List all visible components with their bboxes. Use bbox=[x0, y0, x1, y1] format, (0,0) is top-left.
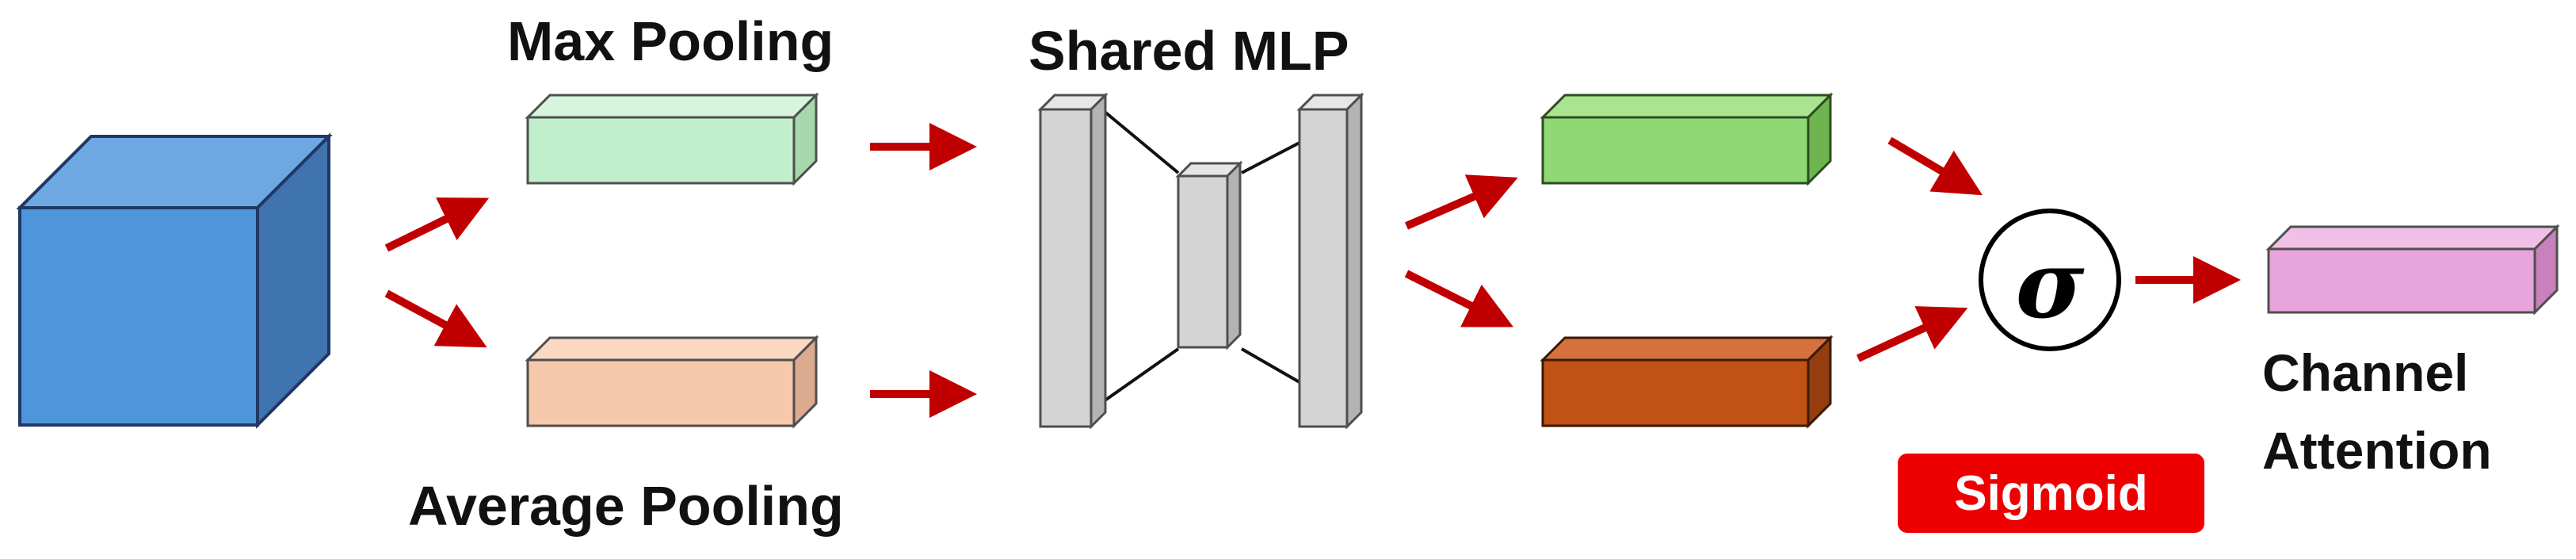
max-output-vector bbox=[1540, 92, 1834, 186]
channel-attention-label-line2: Attention bbox=[2262, 421, 2492, 480]
average-pooling-label: Average Pooling bbox=[408, 475, 844, 537]
mlp-hidden-layer bbox=[1175, 160, 1243, 350]
mlp-connections bbox=[1102, 109, 1300, 403]
channel-attention-label-line1: Channel bbox=[2262, 343, 2469, 402]
mlp-output-layer bbox=[1296, 92, 1364, 430]
arrow-to-avg-pooling bbox=[384, 289, 487, 348]
arrow-to-max-pooling bbox=[384, 197, 490, 252]
avg-pool-vector bbox=[525, 335, 819, 429]
sigmoid-badge: Sigmoid bbox=[1898, 454, 2204, 533]
sigmoid-badge-label: Sigmoid bbox=[1954, 465, 2148, 521]
arrow-avg-output-to-sigmoid bbox=[1856, 306, 1968, 362]
arrow-mlp-to-max-output bbox=[1405, 174, 1518, 230]
mlp-input-layer bbox=[1037, 92, 1109, 430]
avg-output-vector bbox=[1540, 335, 1834, 429]
channel-attention-vector bbox=[2265, 224, 2560, 316]
arrow-max-output-to-sigmoid bbox=[1887, 136, 1983, 196]
input-feature-cube bbox=[16, 132, 333, 429]
max-pool-vector bbox=[525, 92, 819, 186]
sigma-symbol: σ bbox=[2015, 229, 2085, 339]
shared-mlp-label: Shared MLP bbox=[1028, 20, 1349, 82]
max-pooling-label: Max Pooling bbox=[507, 10, 834, 72]
arrow-mlp-to-avg-output bbox=[1404, 270, 1514, 327]
sigmoid-circle bbox=[1979, 209, 2121, 351]
